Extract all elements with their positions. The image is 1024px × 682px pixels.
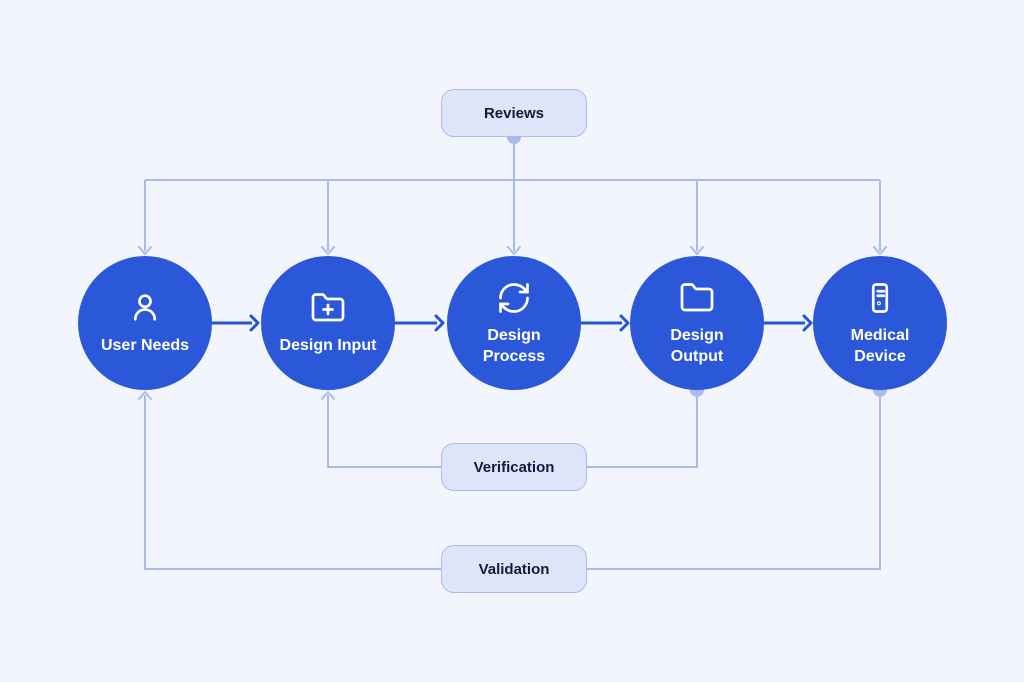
reviews-box: Reviews [441, 89, 587, 137]
folder-icon [680, 282, 714, 311]
verification-line-right [587, 390, 698, 468]
arrowhead-down-icon [873, 246, 887, 255]
node-medical-device: Medical Device [813, 256, 947, 390]
user-icon [133, 294, 157, 321]
arrowhead-right-icon [802, 314, 813, 332]
refresh-icon [499, 282, 529, 313]
validation-line-right [587, 390, 881, 570]
node-label: Design Output [670, 326, 724, 365]
validation-line-left [144, 395, 441, 570]
arrowhead-right-icon [434, 314, 445, 332]
arrowhead-down-icon [690, 246, 704, 255]
arrowhead-right-icon [619, 314, 630, 332]
arrowhead-down-icon [321, 246, 335, 255]
node-user-needs: User Needs [78, 256, 212, 390]
node-design-input: Design Input [261, 256, 395, 390]
validation-label: Validation [478, 560, 550, 578]
arrowhead-up-icon [138, 391, 152, 400]
node-label: Medical Device [850, 326, 910, 365]
verification-box: Verification [441, 443, 587, 491]
node-label: Design Input [279, 337, 377, 354]
arrowhead-up-icon [321, 391, 335, 400]
node-label: Design Process [482, 326, 546, 365]
node-design-output: Design Output [630, 256, 764, 390]
arrowhead-down-icon [138, 246, 152, 255]
node-design-process: Design Process [447, 256, 581, 390]
device-icon [871, 282, 889, 313]
reviews-label: Reviews [483, 104, 545, 122]
verification-label: Verification [473, 458, 555, 476]
verification-line-left [327, 395, 441, 468]
folder-plus-icon [311, 293, 345, 322]
arrowhead-down-icon [507, 246, 521, 255]
arrowhead-right-icon [249, 314, 260, 332]
validation-box: Validation [441, 545, 587, 593]
node-label: User Needs [100, 337, 190, 354]
